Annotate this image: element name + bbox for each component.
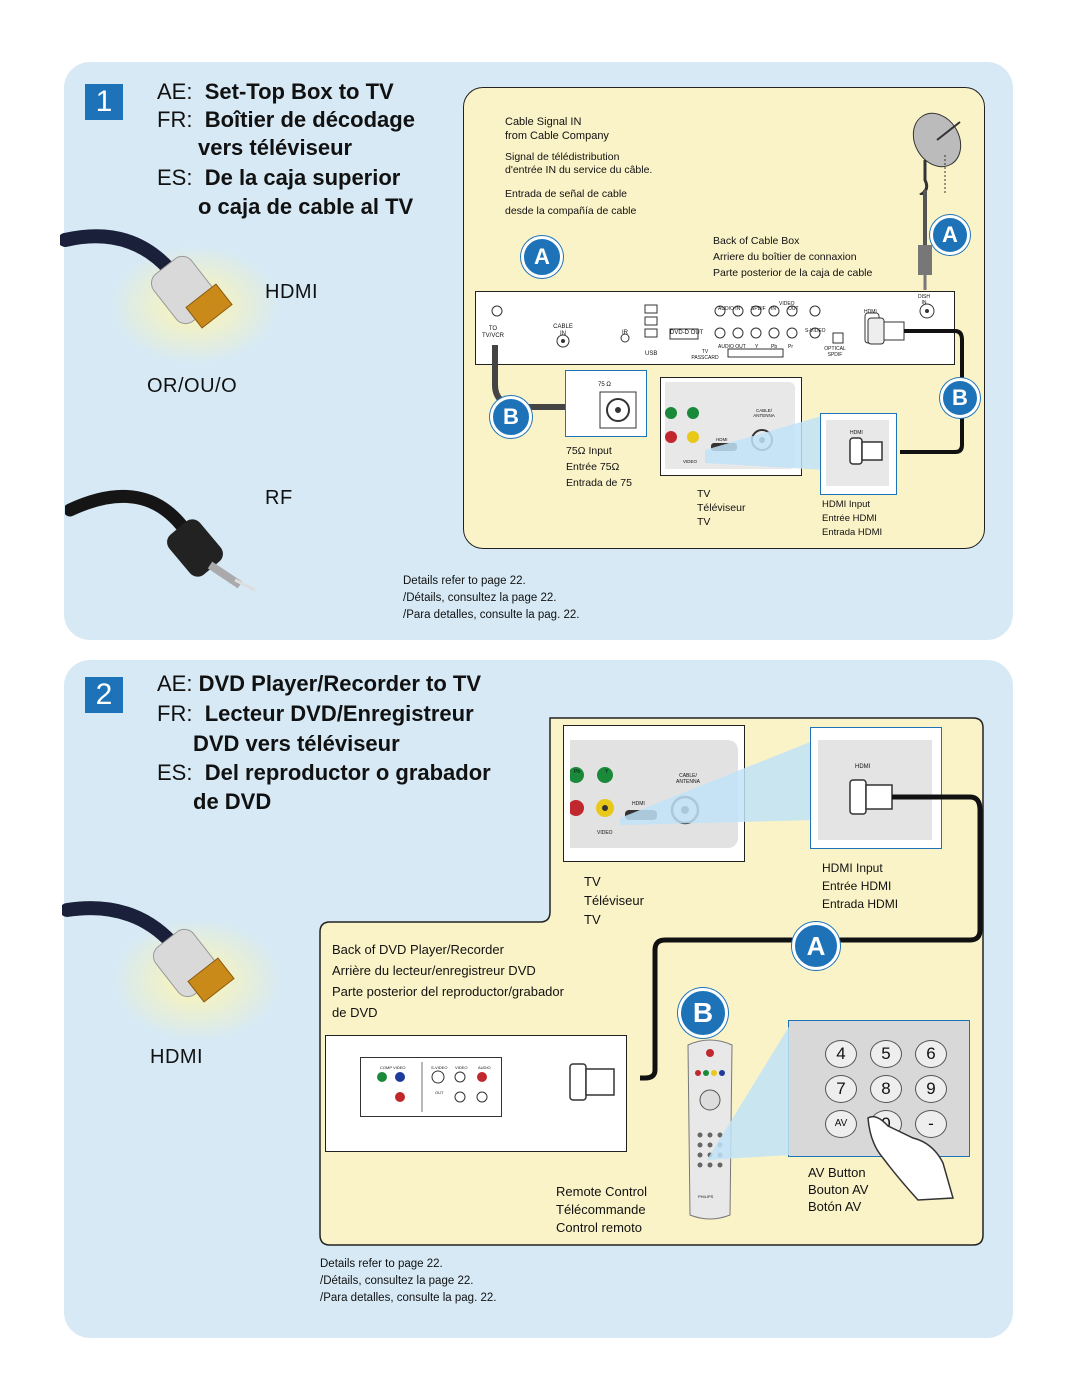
- badge-b-left: B: [490, 396, 532, 438]
- port-audio-in-label: AUDIO IN: [718, 306, 741, 312]
- zoom-beam-3: [707, 1025, 790, 1160]
- keypad-key-7[interactable]: 7: [825, 1075, 857, 1103]
- remote-brand-label: PHILIPS: [698, 1194, 714, 1199]
- dvd-out-label: OUT: [435, 1090, 444, 1095]
- port-pr-label: Pr: [788, 344, 793, 350]
- port-y-label: Y: [755, 344, 759, 350]
- dvd-port-block: [360, 1057, 502, 1117]
- tv-hdmi-port-label: HDMI: [716, 437, 728, 442]
- tv2-pb-label: Pb: [574, 769, 581, 775]
- section-1-title-ae: AE: Set-Top Box to TV: [157, 79, 394, 104]
- port-dvd-out-label: DVD-D OUT: [670, 330, 704, 336]
- hand-pointer-icon: [867, 1115, 954, 1201]
- port-cable-in-label: CABLE IN: [553, 324, 573, 337]
- tv-video-port-label: VIDEO: [683, 459, 698, 464]
- cable-box-ports: [491, 303, 935, 358]
- step-1-number: 1: [85, 84, 123, 120]
- hdmi-cable-label: HDMI: [265, 281, 319, 303]
- port-tv-passcard-label: TV PASSCARD: [691, 349, 719, 361]
- tv2-video-label: VIDEO: [597, 830, 613, 836]
- tv2-cable-antenna-label: CABLE/ ANTENNA: [676, 773, 700, 785]
- keypad-key-5[interactable]: 5: [870, 1040, 902, 1068]
- dvd-svideo-label: S-VIDEO: [431, 1065, 448, 1070]
- rf-cable-label: RF: [265, 487, 293, 509]
- port-to-tv-label: TO TV/VCR: [481, 326, 504, 339]
- hdmi-cable-label-2: HDMI: [150, 1046, 204, 1068]
- port-in-label: IN: [771, 306, 776, 312]
- tv2-hdmi-label: HDMI: [632, 801, 645, 807]
- zoom-beam-1: [705, 415, 825, 470]
- tv-ohm-label: 75 Ω: [598, 382, 611, 388]
- section-2-title-fr-2: DVD vers téléviseur: [193, 731, 400, 756]
- port-usb-label: USB: [645, 351, 658, 357]
- keypad-key-av[interactable]: AV: [825, 1110, 857, 1138]
- rf-cable-to-box: [918, 190, 932, 290]
- section-1-title-fr: FR: Boîtier de décodage: [157, 107, 415, 132]
- port-optical-label: OPTICAL SPDIF: [824, 346, 846, 358]
- section-2-title-ae: AE: DVD Player/Recorder to TV: [157, 671, 482, 696]
- port-spdif-label: SPDIF: [751, 306, 766, 312]
- section-1-title-es: ES: De la caja superior: [157, 165, 401, 190]
- port-pb-label: Pb: [771, 344, 778, 350]
- port-hdmi-label: HDMI: [864, 309, 877, 315]
- dvd-ports: [377, 1062, 488, 1112]
- zoom-beam-2: [620, 740, 815, 825]
- badge-b-section2: B: [678, 988, 728, 1038]
- step-2-number: 2: [85, 677, 123, 713]
- section-2-title-fr: FR: Lecteur DVD/Enregistreur: [157, 701, 474, 726]
- port-dish-in-label: DISH IN: [918, 294, 930, 306]
- keypad-key-8[interactable]: 8: [870, 1075, 902, 1103]
- section-2-title-es: ES: Del reproductor o grabador: [157, 760, 491, 785]
- section-1-title-fr-2: vers téléviseur: [198, 135, 353, 160]
- section-1-details: Details refer to page 22./Détails, consu…: [403, 575, 580, 621]
- dvd-video-label: VIDEO: [455, 1065, 468, 1070]
- coax-port-icon: [599, 391, 637, 429]
- or-label: OR/OU/O: [147, 375, 238, 397]
- keypad-key-4[interactable]: 4: [825, 1040, 857, 1068]
- tv-cable-antenna-label: CABLE/ ANTENNA: [753, 408, 775, 418]
- port-ir-label: IR: [622, 330, 628, 336]
- badge-a-section2: A: [792, 922, 840, 970]
- dvd-audio-label: AUDIO: [478, 1065, 491, 1070]
- tv-75-input-zoom: [565, 370, 647, 437]
- badge-a-left: A: [521, 236, 563, 278]
- keypad-key-dash[interactable]: -: [915, 1110, 947, 1138]
- badge-a-top-right: A: [930, 215, 970, 255]
- section-2-details: Details refer to page 22./Détails, consu…: [320, 1258, 497, 1304]
- keypad-key-9[interactable]: 9: [915, 1075, 947, 1103]
- hdmi-port-icon-1: [849, 437, 883, 465]
- port-video-label: VIDEO: [779, 301, 795, 307]
- keypad-key-6[interactable]: 6: [915, 1040, 947, 1068]
- tv2-y-label: Y: [605, 769, 609, 775]
- port-svideo-label: S-VIDEO: [805, 328, 826, 334]
- hdmi-cable-image-2: [62, 901, 282, 1042]
- port-out-label: OUT: [788, 306, 799, 312]
- dvd-comp-video-label: COMP VIDEO: [380, 1065, 406, 1070]
- dvd-hdmi-port-icon: [569, 1063, 615, 1101]
- section-1-title-es-2: o caja de cable al TV: [198, 194, 414, 219]
- hdmi-zoom-label-1: HDMI: [850, 430, 863, 436]
- satellite-dish-icon: [912, 112, 962, 195]
- port-audio-out-label: AUDIO OUT: [718, 344, 746, 350]
- hdmi-zoom-label-2: HDMI: [855, 764, 871, 770]
- badge-b-right: B: [940, 378, 980, 418]
- hdmi-cable-image: [60, 229, 280, 365]
- rf-cable-image: [65, 489, 256, 592]
- section-2-title-es-2: de DVD: [193, 789, 272, 814]
